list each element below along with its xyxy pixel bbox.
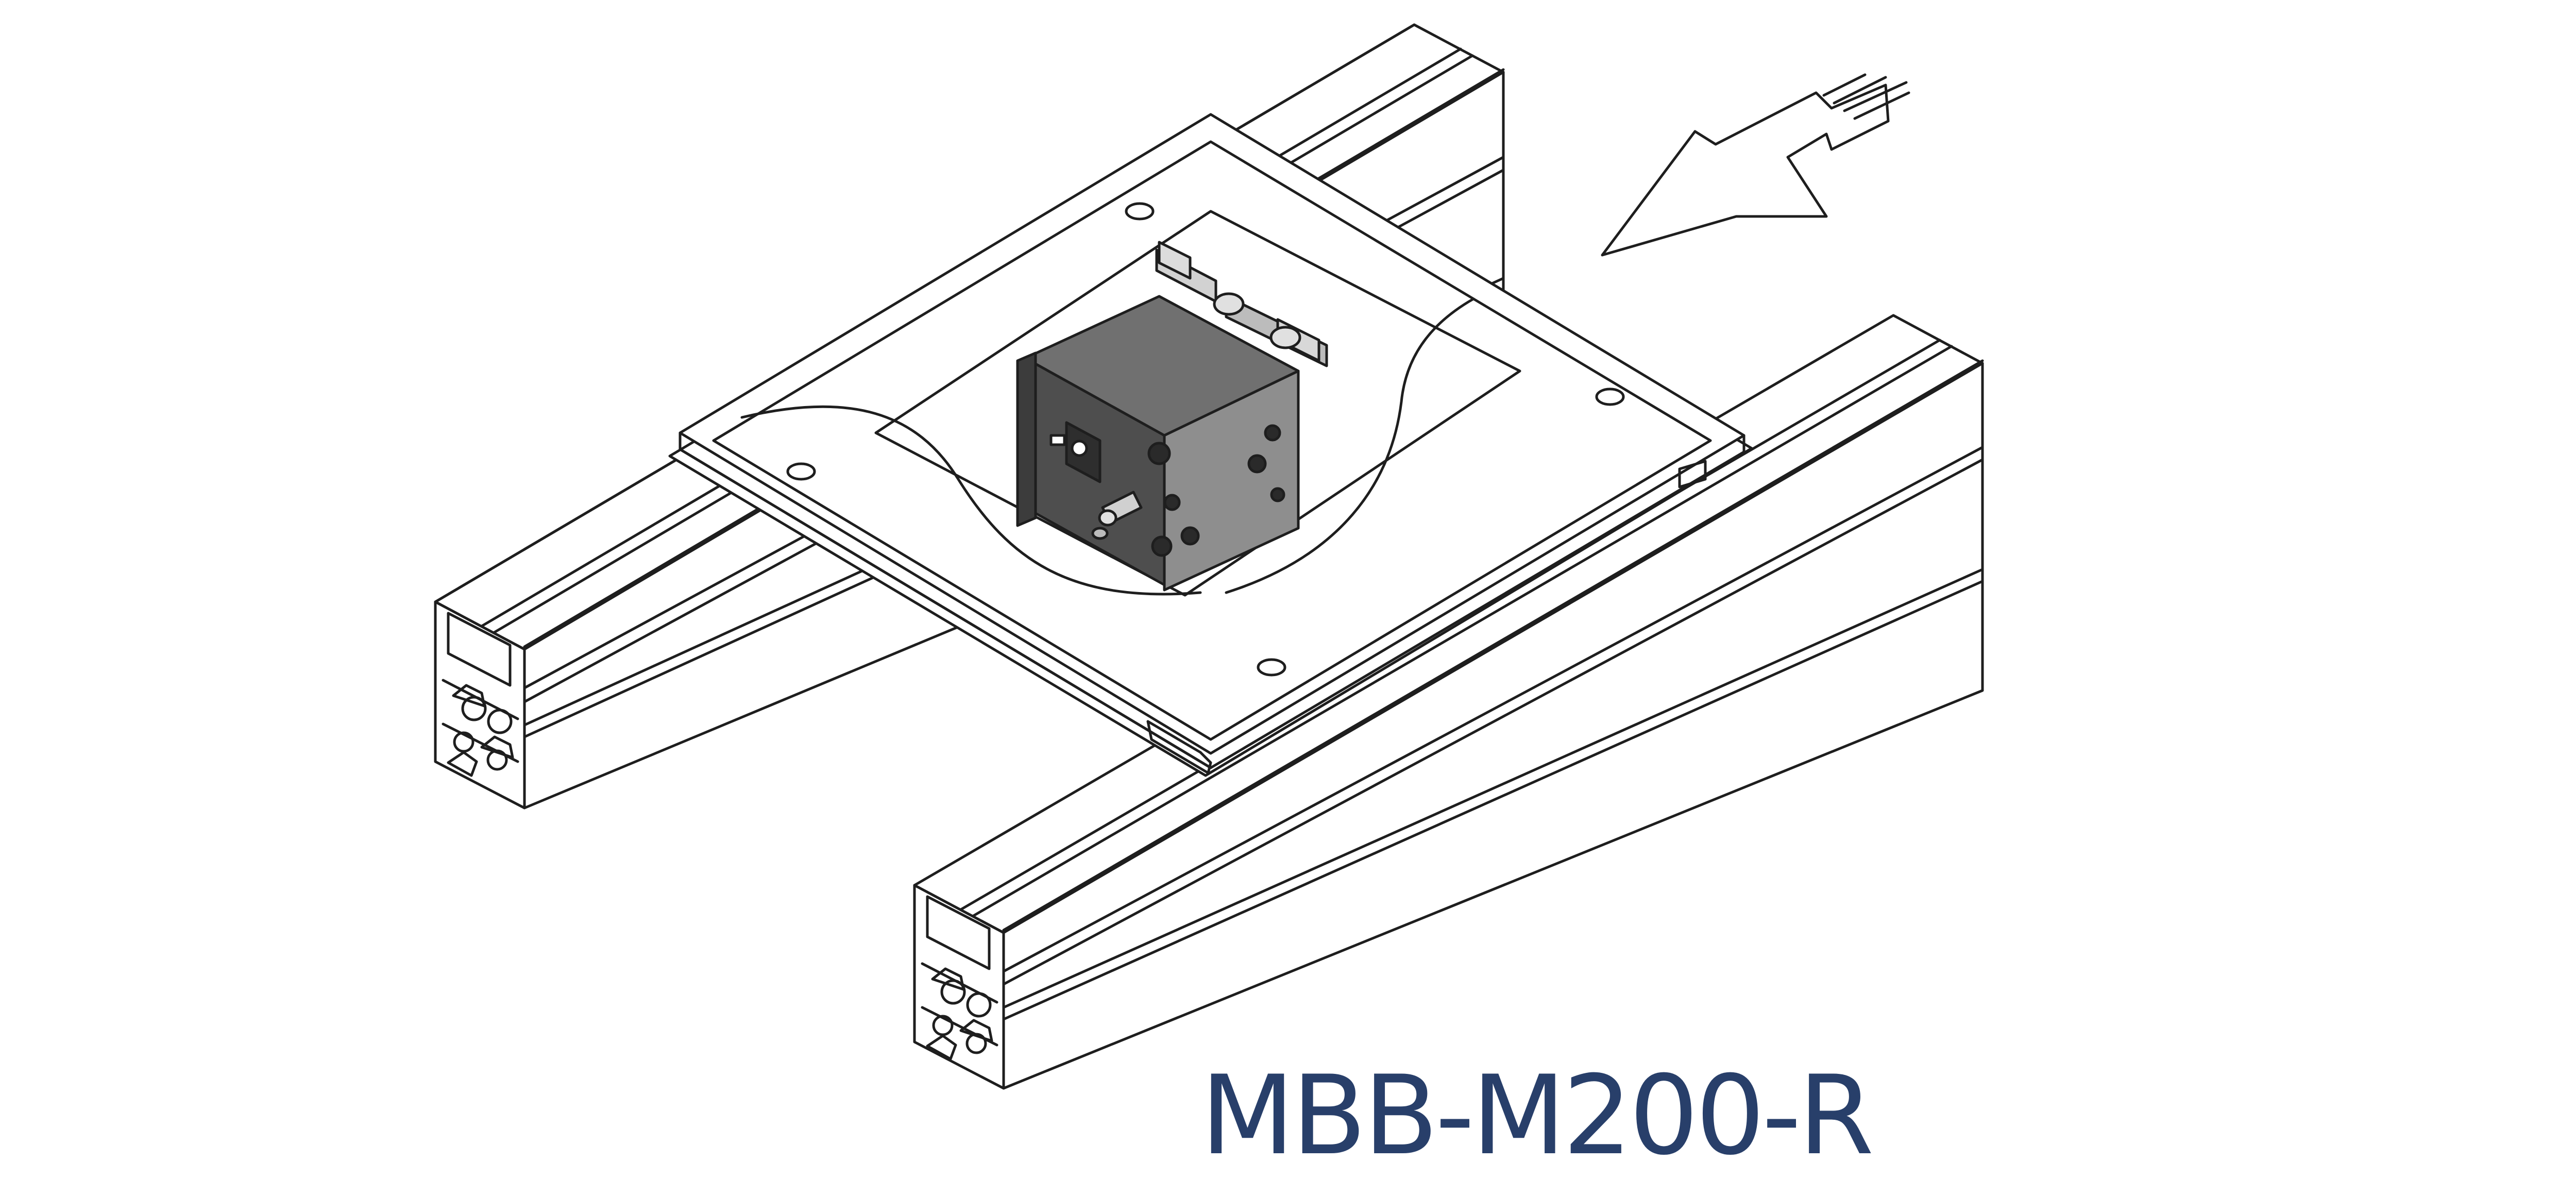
mount-hole-1 xyxy=(1125,202,1155,221)
unit-back-plate xyxy=(1016,351,1037,527)
mount-hole-3 xyxy=(786,462,816,481)
arrow-down-left-icon xyxy=(1601,73,1910,257)
pneumatic-stop-unit xyxy=(1016,241,1328,592)
cylinder-assembly xyxy=(1155,241,1328,367)
mount-hole-2 xyxy=(1595,388,1625,406)
air-fitting xyxy=(1091,491,1143,540)
mount-hole-4 xyxy=(1257,658,1286,677)
model-number-label: MBB-M200-R xyxy=(1200,1052,1874,1179)
